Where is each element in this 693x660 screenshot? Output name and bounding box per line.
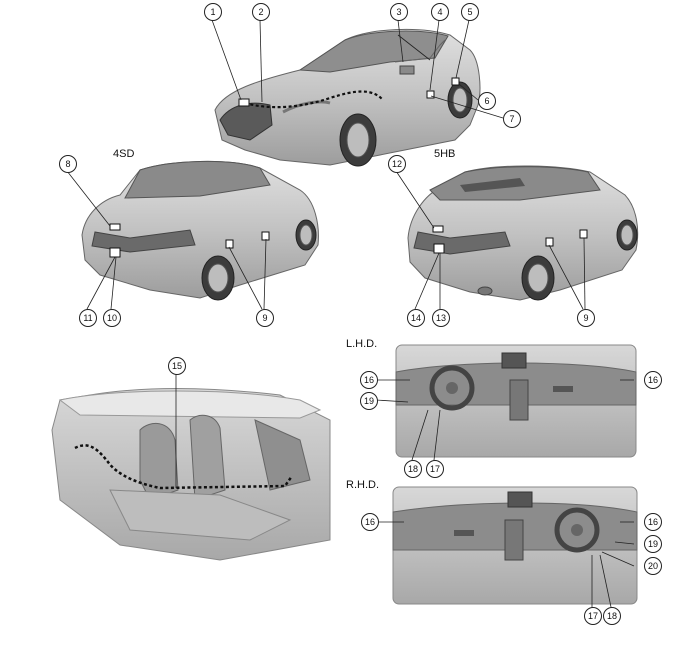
callout-17-lhd: 17 <box>426 460 444 478</box>
callout-2: 2 <box>252 3 270 21</box>
callout-13: 13 <box>432 309 450 327</box>
leader-lines <box>66 19 635 608</box>
callout-8: 8 <box>59 155 77 173</box>
callout-10: 10 <box>103 309 121 327</box>
callout-11: 11 <box>79 309 97 327</box>
callout-9-sedan: 9 <box>256 309 274 327</box>
sedan-rear-view <box>81 160 319 301</box>
hatch-rear-view <box>407 165 639 301</box>
rhd-label: R.H.D. <box>346 479 379 491</box>
callout-16-lhd-right: 16 <box>644 371 662 389</box>
hatch-label: 5HB <box>434 148 456 160</box>
callout-7: 7 <box>503 110 521 128</box>
callout-14: 14 <box>407 309 425 327</box>
callout-1: 1 <box>204 3 222 21</box>
lhd-label: L.H.D. <box>346 338 378 350</box>
callout-20: 20 <box>644 557 662 575</box>
callout-18-lhd: 18 <box>404 460 422 478</box>
rhd-dashboard-view <box>392 486 638 605</box>
callout-16-rhd-left: 16 <box>361 513 379 531</box>
callout-12: 12 <box>388 155 406 173</box>
callout-19-lhd: 19 <box>360 392 378 410</box>
callout-17-rhd: 17 <box>584 607 602 625</box>
callout-16-rhd-right: 16 <box>644 513 662 531</box>
callout-6: 6 <box>478 92 496 110</box>
callout-15: 15 <box>168 357 186 375</box>
callout-16-lhd-left: 16 <box>360 371 378 389</box>
cabin-interior-view <box>51 373 331 561</box>
callout-5: 5 <box>461 3 479 21</box>
callout-9-hatch: 9 <box>577 309 595 327</box>
lhd-dashboard-view <box>395 344 637 458</box>
sedan-label: 4SD <box>113 148 135 160</box>
callout-3: 3 <box>390 3 408 21</box>
car-front-view <box>214 28 481 167</box>
callout-4: 4 <box>431 3 449 21</box>
callout-18-rhd: 18 <box>603 607 621 625</box>
callout-19-rhd: 19 <box>644 535 662 553</box>
